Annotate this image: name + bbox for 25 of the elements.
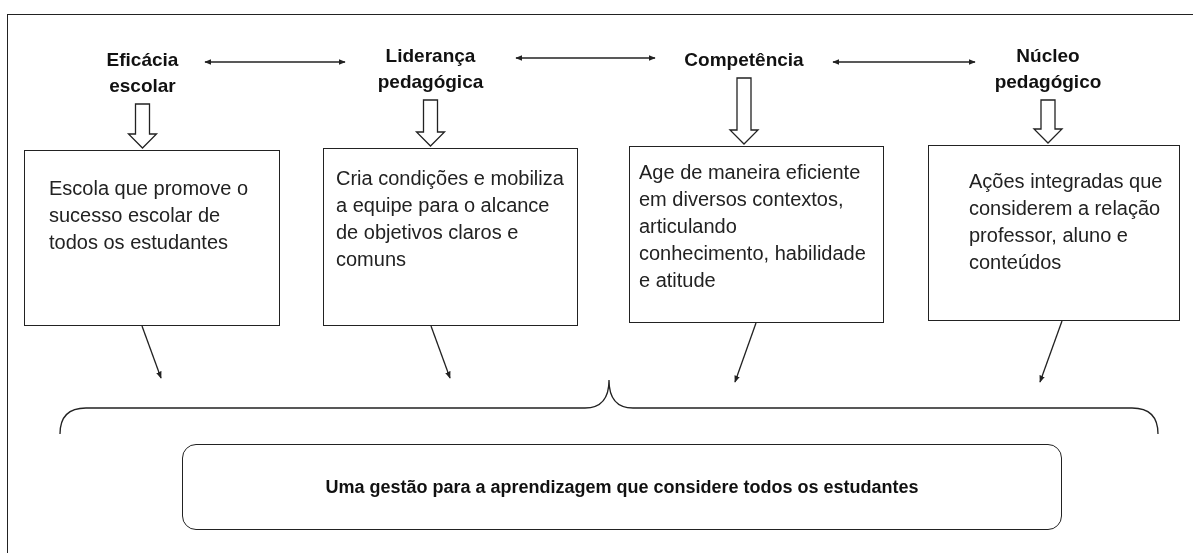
description-text: Cria condições e mobiliza a equipe para o alcance de objetivos claros e comuns <box>336 166 565 272</box>
text-box <box>323 148 578 326</box>
heading-text: Núcleo pedagógico <box>993 44 1103 94</box>
arrow <box>734 322 757 383</box>
text-box <box>629 146 884 323</box>
arrow <box>515 55 656 61</box>
arrow <box>204 59 346 65</box>
text-box <box>928 145 1180 321</box>
rounded-box <box>182 444 1062 530</box>
description-text: Ações integradas que considerem a relação professor, aluno e conteúdos <box>969 169 1164 275</box>
goal-text: Uma gestão para a aprendizagem que considere todos os estudantes <box>325 476 919 498</box>
heading-text: Competência <box>684 48 804 72</box>
hollow-arrow <box>126 103 159 149</box>
hollow-arrow <box>728 77 760 145</box>
arrow <box>832 59 976 65</box>
description-text: Age de maneira eficiente em diversos contextos, articulando conhecimento, habilidade e atitude <box>639 160 867 293</box>
arrow <box>1039 320 1063 383</box>
text-box <box>24 150 280 326</box>
heading-text: Eficácia escolar <box>105 48 180 98</box>
arrow <box>141 325 162 379</box>
description-text: Escola que promove o sucesso escolar de todos os estudantes <box>49 176 249 255</box>
heading-text: Liderança pedagógica <box>376 44 485 94</box>
hollow-arrow <box>414 99 447 147</box>
hollow-arrow <box>1032 99 1064 144</box>
arrow <box>430 325 451 379</box>
